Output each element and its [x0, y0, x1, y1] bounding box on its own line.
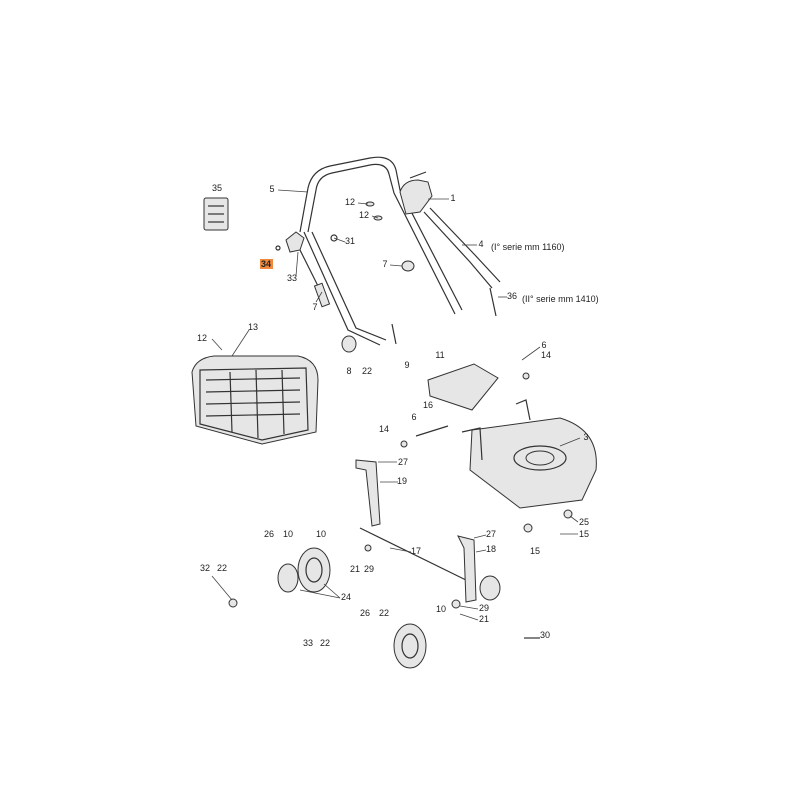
- callout-label-c10b: 10: [316, 529, 326, 539]
- callout-label-c35: 35: [212, 183, 222, 193]
- callout-label-c15a: 15: [579, 529, 589, 539]
- callout-label-c22b: 22: [217, 563, 227, 573]
- callout-label-c27a: 27: [398, 457, 408, 467]
- callout-label-c26a: 26: [264, 529, 274, 539]
- callout-label-c12b: 12: [359, 210, 369, 220]
- callout-label-c22a: 22: [362, 366, 372, 376]
- callout-label-c17: 17: [411, 546, 421, 556]
- callout-label-c21b: 21: [479, 614, 489, 624]
- manual-part: [203, 197, 229, 231]
- callout-label-c7b: 7: [312, 302, 317, 312]
- callout-label-c22d: 22: [320, 638, 330, 648]
- callout-label-c36: 36: [507, 291, 517, 301]
- callout-label-c33b: 33: [303, 638, 313, 648]
- deflector-part: [427, 363, 499, 411]
- callout-label-c14a: 14: [541, 350, 551, 360]
- callout-label-c10a: 10: [283, 529, 293, 539]
- callout-label-c27b: 27: [486, 529, 496, 539]
- grass-catcher-part: [191, 355, 319, 445]
- fasteners-part: [330, 201, 415, 353]
- callout-label-c24: 24: [341, 592, 351, 602]
- handle-part: [299, 156, 463, 346]
- control-part: [275, 231, 331, 308]
- callout-label-c8: 8: [346, 366, 351, 376]
- note-handle-series-1: (I° serie mm 1160): [491, 242, 564, 252]
- callout-label-c9: 9: [404, 360, 409, 370]
- callout-label-c33: 33: [287, 273, 297, 283]
- callout-label-c13: 13: [248, 322, 258, 332]
- callout-label-c6b: 6: [411, 412, 416, 422]
- callout-label-c31: 31: [345, 236, 355, 246]
- callout-label-c10c: 10: [436, 604, 446, 614]
- leader-lines: [211, 189, 581, 621]
- callout-label-c14b: 14: [379, 424, 389, 434]
- callout-label-c18: 18: [486, 544, 496, 554]
- callout-label-c7a: 7: [382, 259, 387, 269]
- nut-part: [228, 372, 573, 639]
- callout-label-c4: 4: [478, 239, 483, 249]
- callout-label-c19: 19: [397, 476, 407, 486]
- note-handle-series-2: (II° serie mm 1410): [522, 294, 599, 304]
- callout-highlight: [260, 259, 273, 269]
- callout-label-c29b: 29: [479, 603, 489, 613]
- wheel-part: [277, 547, 427, 669]
- callout-label-c32a: 32: [200, 563, 210, 573]
- callout-label-c29a: 29: [364, 564, 374, 574]
- callout-label-c25: 25: [579, 517, 589, 527]
- callout-label-c11: 11: [435, 350, 444, 360]
- callout-label-c5: 5: [269, 184, 274, 194]
- callout-label-c3: 3: [583, 432, 588, 442]
- throttle-lever-part: [399, 171, 433, 215]
- callout-label-c34: 34: [261, 259, 271, 269]
- callout-label-c16: 16: [423, 400, 433, 410]
- callout-label-c1: 1: [450, 193, 455, 203]
- callout-label-c15b: 15: [530, 546, 540, 556]
- callout-label-c12a: 12: [345, 197, 355, 207]
- callout-label-c30: 30: [540, 630, 550, 640]
- deck-part: [461, 399, 597, 509]
- callout-label-c12c: 12: [197, 333, 207, 343]
- callout-label-c26b: 26: [360, 608, 370, 618]
- axle-part: [355, 459, 501, 603]
- cable-part: [423, 207, 501, 317]
- callout-label-c22c: 22: [379, 608, 389, 618]
- callout-label-c6a: 6: [541, 340, 546, 350]
- callout-label-c21a: 21: [350, 564, 360, 574]
